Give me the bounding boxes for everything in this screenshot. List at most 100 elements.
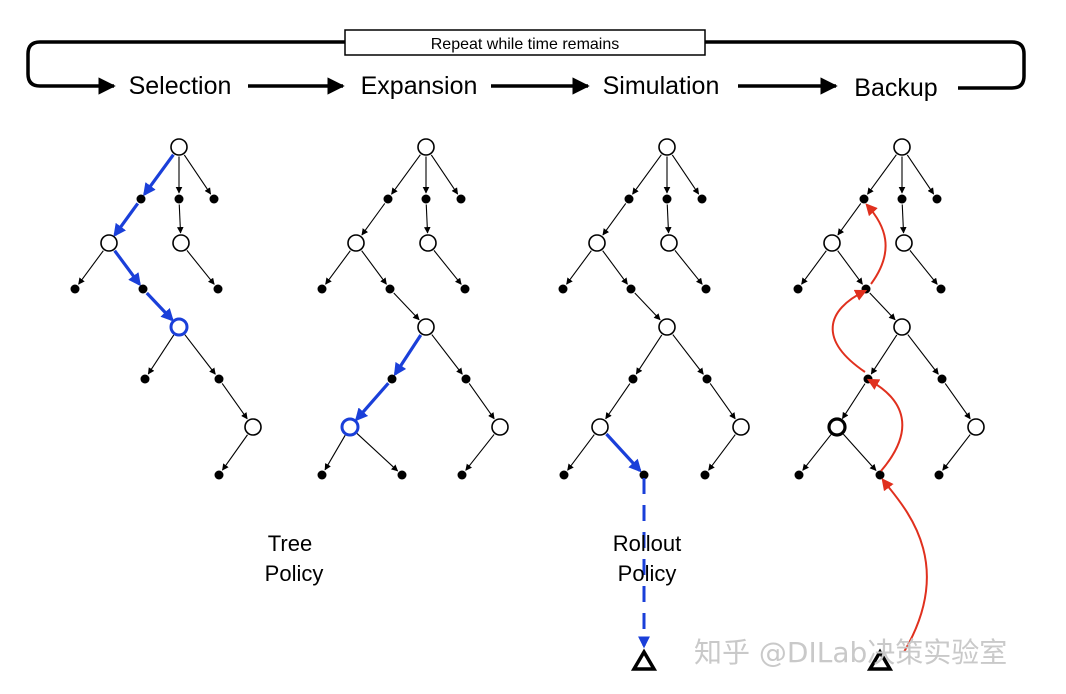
- tree-edge: [78, 250, 104, 285]
- tree-edge: [664, 204, 672, 234]
- tree-selection: [70, 138, 262, 480]
- leaf-node: [558, 284, 568, 294]
- leaf-node: [214, 470, 224, 480]
- tree-edge: [356, 433, 399, 472]
- tree-edge: [147, 334, 175, 375]
- tree-node: [588, 234, 606, 252]
- watermark: 知乎 @DILab决策实验室: [694, 636, 1007, 669]
- backup-arrow-3: [831, 289, 868, 373]
- tree-edge: [708, 434, 736, 471]
- tree-edge: [907, 334, 939, 375]
- tree-edge: [842, 433, 877, 472]
- tree-backup: [793, 138, 985, 480]
- backup-arrow-2: [866, 378, 904, 472]
- tree-edge: [423, 204, 431, 234]
- leaf-node: [875, 470, 885, 480]
- leaf-node: [209, 194, 219, 204]
- leaf-node: [701, 284, 711, 294]
- backup-arrow-1: [881, 478, 928, 653]
- backup-arrow-4: [865, 203, 887, 285]
- rollout-terminal-triangle: [630, 648, 658, 671]
- tree-edge: [176, 204, 184, 234]
- phase-label-selection: Selection: [129, 72, 232, 100]
- leaf-node: [932, 194, 942, 204]
- tree-node: [893, 318, 911, 336]
- tree-edge-highlighted: [145, 291, 174, 322]
- tree-edge: [672, 334, 704, 375]
- tree-edge-highlighted: [605, 432, 642, 473]
- tree-node: [823, 234, 841, 252]
- repeat-label: Repeat while time remains: [431, 36, 620, 53]
- tree-edge: [942, 434, 971, 471]
- repeat-loop-frame: [26, 40, 345, 95]
- tree-edge: [870, 334, 898, 375]
- leaf-node: [456, 194, 466, 204]
- leaf-node: [136, 194, 146, 204]
- tree-edge: [431, 334, 463, 375]
- leaf-node: [140, 374, 150, 384]
- tree-edge-highlighted: [143, 153, 175, 197]
- leaf-node: [214, 374, 224, 384]
- tree-edge: [909, 250, 938, 285]
- tree-edge: [221, 383, 248, 420]
- tree-node: [660, 234, 678, 252]
- tree-node-selected: [340, 417, 360, 437]
- leaf-node: [794, 470, 804, 480]
- leaf-node: [70, 284, 80, 294]
- tree-policy-label-line1: Tree: [268, 531, 312, 556]
- tree-node: [591, 418, 609, 436]
- leaf-node: [639, 470, 649, 480]
- rollout-policy-label-line2: Policy: [618, 561, 677, 586]
- leaf-node: [662, 194, 672, 204]
- tree-node: [658, 138, 676, 156]
- rollout-policy-label-line1: Rollout: [613, 531, 681, 556]
- leaf-node: [697, 194, 707, 204]
- leaf-node: [397, 470, 407, 480]
- backup-terminal-triangle: [866, 648, 894, 671]
- tree-edge: [391, 154, 421, 195]
- tree-edge: [222, 434, 248, 471]
- tree-edge: [567, 434, 595, 471]
- tree-edge: [899, 204, 907, 234]
- tree-edge: [906, 154, 935, 195]
- tree-node: [491, 418, 509, 436]
- leaf-node: [626, 284, 636, 294]
- tree-expansion: [317, 138, 509, 480]
- tree-node: [417, 318, 435, 336]
- tree-edge: [430, 154, 459, 195]
- tree-node-selected: [169, 317, 189, 337]
- leaf-node: [317, 284, 327, 294]
- leaf-node: [421, 194, 431, 204]
- tree-node-expanded: [827, 417, 847, 437]
- tree-edge: [566, 250, 592, 285]
- tree-edge: [361, 203, 386, 236]
- tree-edge: [393, 292, 420, 321]
- tree-node: [417, 138, 435, 156]
- tree-edge-highlighted: [393, 334, 423, 377]
- leaf-node: [859, 194, 869, 204]
- tree-edge: [184, 334, 216, 375]
- tree-edge: [869, 292, 896, 321]
- tree-edge: [802, 434, 832, 471]
- leaf-node: [385, 284, 395, 294]
- tree-edge: [183, 154, 212, 195]
- leaf-node: [702, 374, 712, 384]
- tree-edge: [801, 250, 827, 285]
- leaf-node: [934, 470, 944, 480]
- leaf-node: [138, 284, 148, 294]
- tree-node: [893, 138, 911, 156]
- tree-edge: [634, 292, 661, 321]
- leaf-node: [897, 194, 907, 204]
- leaf-node: [700, 470, 710, 480]
- tree-edge: [867, 154, 897, 195]
- tree-edge: [602, 203, 627, 236]
- tree-edge: [605, 383, 631, 420]
- leaf-node: [174, 194, 184, 204]
- tree-edge-highlighted: [113, 249, 141, 287]
- tree-node: [170, 138, 188, 156]
- tree-edge: [674, 250, 703, 285]
- leaf-node: [793, 284, 803, 294]
- tree-edge: [468, 383, 495, 420]
- tree-edge: [841, 383, 866, 420]
